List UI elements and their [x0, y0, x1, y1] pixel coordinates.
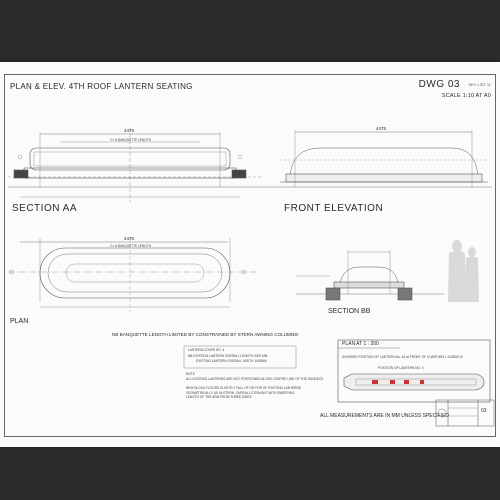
scale-label: SCALE 1:10 AT A0: [441, 93, 491, 99]
front-elevation-width-dim: 4475: [376, 126, 387, 131]
drawing-sheet: PLAN & ELEV. 4TH ROOF LANTERN SEATING DW…: [0, 62, 500, 447]
plan-width-dim: 4475: [124, 236, 135, 241]
revision-label: SKY LIST 11: [468, 82, 491, 87]
existing-width-note: EXISTING LANTERN OVERALL WIDTH 1400MM: [196, 359, 267, 363]
section-aa-drawing: [8, 128, 262, 202]
section-aa-label: SECTION AA: [12, 203, 78, 214]
title-block-number: 03: [481, 408, 487, 414]
section-bb-label: SECTION BB: [328, 308, 371, 315]
plan-banquette-note: O / A BANQUETTE LENGTH: [110, 244, 152, 248]
section-aa-banquette-note: O / A BANQUETTE LENGTH: [110, 138, 152, 142]
site-plan-box: [337, 339, 491, 403]
sheet-title: PLAN & ELEV. 4TH ROOF LANTERN SEATING: [10, 82, 193, 91]
measurements-footer: ALL MEASUREMENTS ARE IN MM UNLESS SPECIF…: [320, 413, 450, 419]
site-plan-position-note: POSITION OF LANTERN NO. 4: [378, 366, 424, 370]
note-lanterns: ALL EXISTING LANTERNS ARE NOT POSITIONED…: [186, 377, 324, 381]
notes-box: [183, 345, 297, 369]
plan-label: PLAN: [10, 318, 29, 325]
banquette-note: NB BANQUETTE LENGTH LIMITED BY CONSTRAIN…: [112, 332, 299, 337]
drawing-canvas: [8, 128, 495, 427]
section-aa-width-dim: 4475: [124, 128, 135, 133]
front-elevation-drawing: [262, 130, 492, 188]
note-geometry: GEOMETRICALLY, AS IN STERN. OVERALL STRA…: [186, 391, 295, 399]
note-heading: NOTE: [186, 372, 195, 376]
drawing-number: DWG 03: [418, 79, 460, 90]
site-plan-note: SHOWING POSITION OF LANTERN No. 4& at FR…: [342, 355, 463, 359]
front-elevation-label: FRONT ELEVATION: [284, 203, 384, 214]
sheet-border: [4, 74, 496, 437]
site-plan-label: PLAN AT 1 : 200: [342, 341, 379, 347]
note-floors: NEW BLOCK FLOORS SLIGHTLY FALL OF OR FOR…: [186, 386, 301, 390]
title-block: [435, 399, 495, 427]
plan-drawing: [8, 238, 260, 312]
human-scale-figures: [448, 240, 479, 302]
section-bb-drawing: [296, 250, 444, 301]
existing-length-note: NB EXISTING LANTERN OVERALL LENGTH 4300 …: [188, 354, 268, 358]
lantern-cover-note: LANTERN COVER NO. 4: [188, 348, 225, 352]
